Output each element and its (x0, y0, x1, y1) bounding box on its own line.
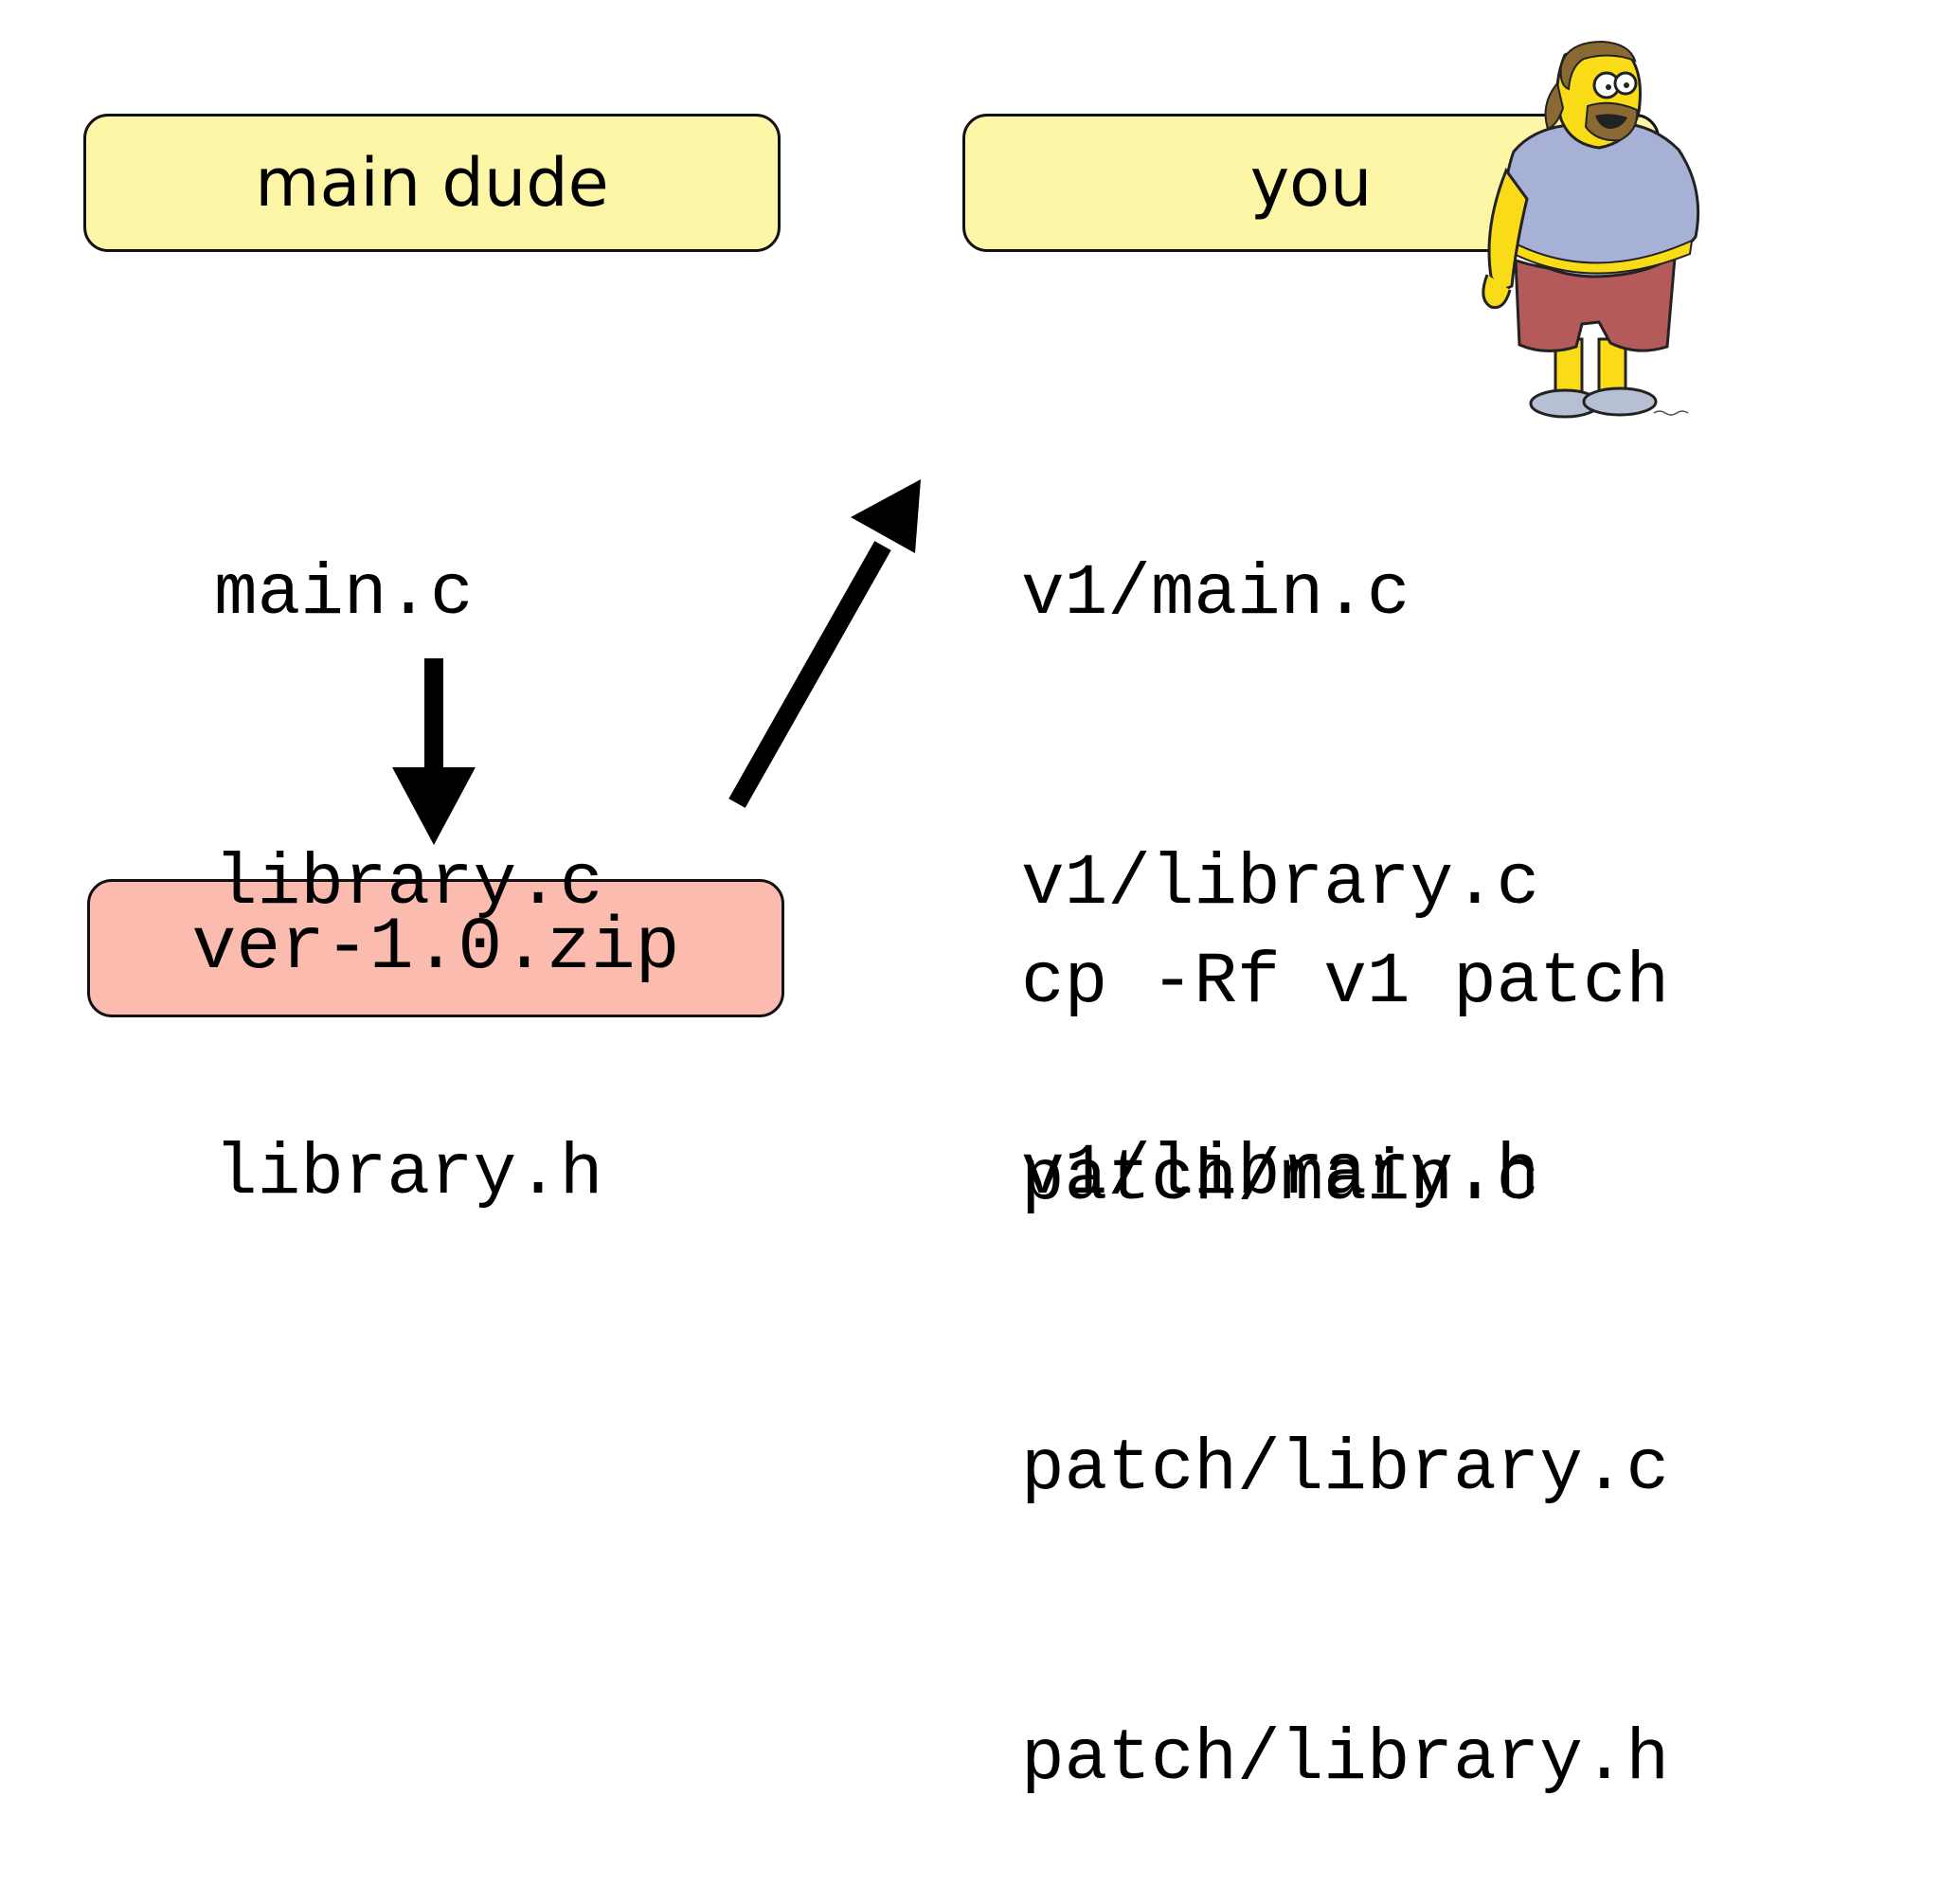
you-label: you (1249, 144, 1373, 222)
main-dude-file-list: main.c library.c library.h (214, 352, 602, 1319)
file-v1-library-c: v1/library.c (1021, 843, 1540, 925)
zip-archive-label: ver-1.0.zip (191, 907, 680, 990)
file-patch-main-c: patch/main.c (1021, 1139, 1540, 1220)
file-patch-library-h: patch/library.h (1021, 1718, 1670, 1800)
main-dude-label: main dude (255, 144, 609, 222)
comic-book-guy-icon (1482, 40, 1700, 419)
down-arrow-icon (392, 658, 476, 845)
zip-archive-box: ver-1.0.zip (87, 879, 784, 1017)
file-v1-library-h: v1/library.h (1021, 1133, 1540, 1214)
main-dude-box: main dude (83, 114, 781, 252)
file-main-c: main.c (214, 553, 474, 635)
copy-command: cp -Rf v1 patch (1021, 741, 1669, 1127)
file-library-h: library.h (214, 1133, 603, 1214)
file-v1-main-c: v1/main.c (1021, 553, 1410, 635)
arrows-layer (392, 479, 921, 845)
copy-command-text: cp -Rf v1 patch (1021, 942, 1670, 1023)
up-right-arrow-icon (728, 479, 921, 808)
v1-file-list: v1/main.c v1/library.c v1/library.h (1021, 352, 1539, 1319)
file-library-c: library.c (214, 843, 603, 925)
